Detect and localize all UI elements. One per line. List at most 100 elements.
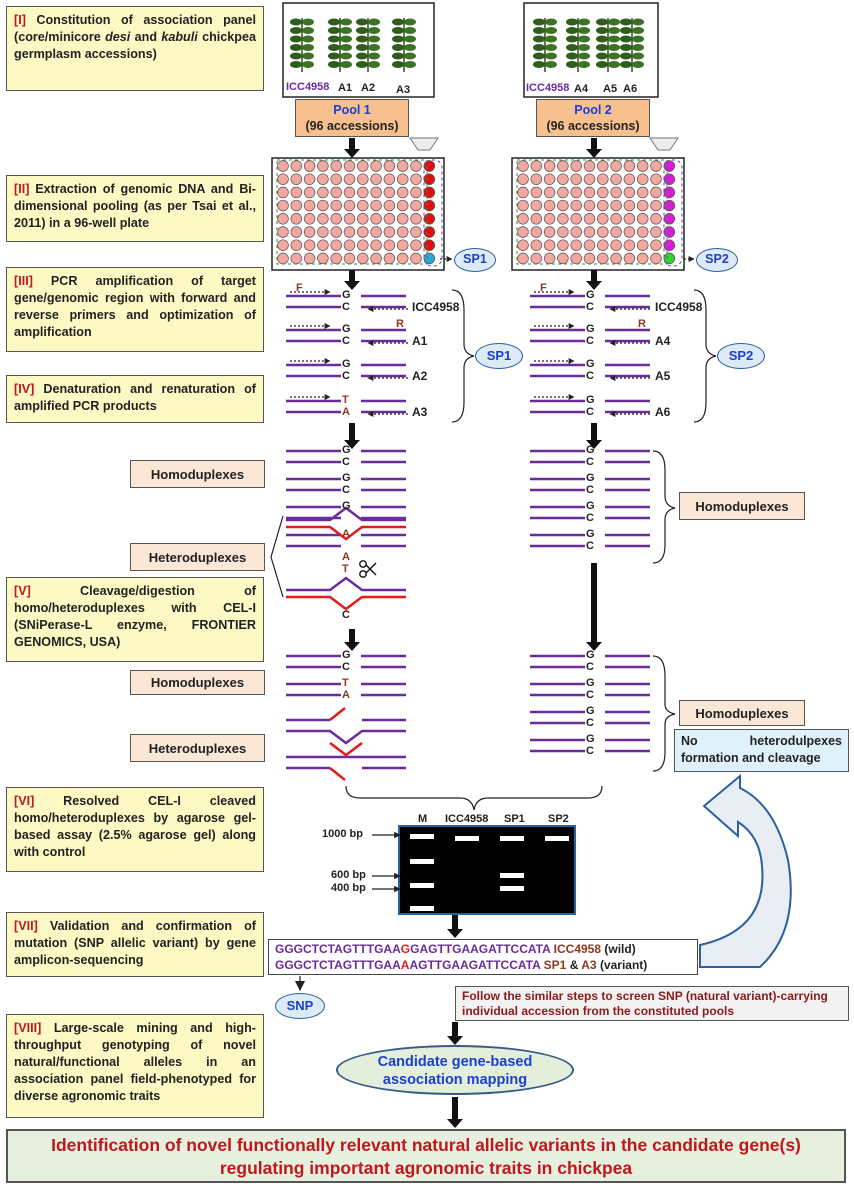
base-letter: G [586,289,595,301]
step-8: [VIII] Large-scale mining and high-throu… [6,1014,264,1118]
scissors-icon [359,560,377,578]
base-letter: C [342,335,350,347]
strand-accession-label: A5 [655,369,671,383]
photo-acc-icc4958-1: ICC4958 [286,81,330,93]
base-letter: C [586,745,594,757]
base-letter: G [586,394,595,406]
sequence-variant: GGGCTCTAGTTTGAAAAGTTGAAGATTCCATA SP1 & A… [275,958,648,972]
base-letter: C [586,540,594,552]
label-homoduplexes-4: Homoduplexes [679,700,805,726]
base-letter: G [342,358,351,370]
base-letter: C [586,717,594,729]
base-letter: A [342,406,350,418]
base-letter: C [586,301,594,313]
final-outcome-box: Identification of novel functionally rel… [6,1129,846,1183]
base-letter: C [586,406,594,418]
base-letter: G [586,649,595,661]
base-letter: G [586,705,595,717]
sp1-ellipse-pcr: SP1 [475,343,523,369]
base-letter: G [586,444,595,456]
base-letter: C [586,484,594,496]
base-letter: G [586,358,595,370]
sequence-box: GGGCTCTAGTTTGAAGGAGTTGAAGATTCCATA ICC495… [268,939,698,975]
base-letter: C [342,484,350,496]
gel-size-1000: 1000 bp [322,828,363,840]
base-letter: C [342,456,350,468]
leaf-icons-pool1 [290,18,416,72]
strand-accession-label: ICC4958 [412,300,460,314]
base-letter: G [586,733,595,745]
strand-accession-label: A3 [412,405,428,419]
base-letter: G [342,472,351,484]
base-letter: C [342,609,350,621]
step-2: [II] Extraction of genomic DNA and Bi-di… [6,175,264,242]
base-letter: G [342,649,351,661]
step-5: [V] Cleavage/digestion of homo/heterodup… [6,577,264,662]
base-letter: A [342,551,350,563]
leaf-icons-pool2 [533,18,644,72]
base-letter: G [342,444,351,456]
base-letter: G [342,323,351,335]
label-heteroduplexes-1: Heteroduplexes [130,543,265,571]
gel-lane-sp2: SP2 [548,813,569,825]
base-letter: G [586,500,595,512]
pool-2-box: Pool 2(96 accessions) [536,99,650,137]
pool-1-box: Pool 1(96 accessions) [295,99,409,137]
primer-forward-label: F [296,282,303,294]
step-1: [I] Constitution of association panel (c… [6,6,264,91]
label-heteroduplexes-2: Heteroduplexes [130,734,265,762]
base-letter: G [586,323,595,335]
base-letter: G [586,472,595,484]
no-heteroduplex-box: No heterodulpexes formation and cleavage [674,729,849,772]
sequence-wild: GGGCTCTAGTTTGAAGGAGTTGAAGATTCCATA ICC495… [275,942,636,956]
base-letter: G [342,289,351,301]
base-letter: C [342,661,350,673]
strand-accession-label: A6 [655,405,671,419]
step-3: [III] PCR amplification of target gene/g… [6,267,264,352]
base-letter: C [342,370,350,382]
base-letter: C [586,512,594,524]
photo-acc-a1: A1 [338,82,353,94]
photo-acc-a5: A5 [603,83,618,95]
primer-forward-label: F [540,282,547,294]
base-letter: C [342,301,350,313]
base-letter: T [342,563,349,575]
gel-size-600: 600 bp [331,869,366,881]
label-homoduplexes-1: Homoduplexes [130,460,265,488]
photo-acc-a6: A6 [623,83,638,95]
photo-acc-a2: A2 [361,82,376,94]
base-letter: T [342,394,349,406]
photo-acc-a3: A3 [396,84,411,96]
strand-accession-label: A4 [655,334,671,348]
strand-accession-label: A2 [412,369,428,383]
base-letter: G [586,528,595,540]
primer-reverse-label: R [396,318,404,330]
base-letter: A [342,689,350,701]
base-letter: T [342,677,349,689]
follow-steps-note: Follow the similar steps to screen SNP (… [455,986,849,1021]
sp1-ellipse-plate: SP1 [454,248,496,272]
step-6: [VI] Resolved CEL-I cleaved homo/heterod… [6,787,264,872]
sp2-ellipse-pcr: SP2 [717,343,765,369]
gel-lane-sp1: SP1 [504,813,525,825]
strand-accession-label: ICC4958 [655,300,703,314]
step-7: [VII] Validation and confirmation of mut… [6,912,264,977]
snp-ellipse: SNP [275,993,325,1019]
brackets [270,289,717,811]
base-letter: C [586,370,594,382]
base-letter: C [586,456,594,468]
base-letter: G [586,677,595,689]
label-homoduplexes-2: Homoduplexes [679,492,805,520]
base-letter: A [342,528,350,540]
step-4: [IV] Denaturation and renaturation of am… [6,375,264,423]
photo-acc-a4: A4 [574,83,589,95]
label-homoduplexes-3: Homoduplexes [130,670,265,695]
gel-size-400: 400 bp [331,882,366,894]
primer-reverse-label: R [638,318,646,330]
strand-accession-label: A1 [412,334,428,348]
sp2-ellipse-plate: SP2 [696,248,738,272]
photo-acc-icc4958-2: ICC4958 [526,82,570,94]
base-letter: C [586,335,594,347]
funnel-icon [409,137,679,151]
